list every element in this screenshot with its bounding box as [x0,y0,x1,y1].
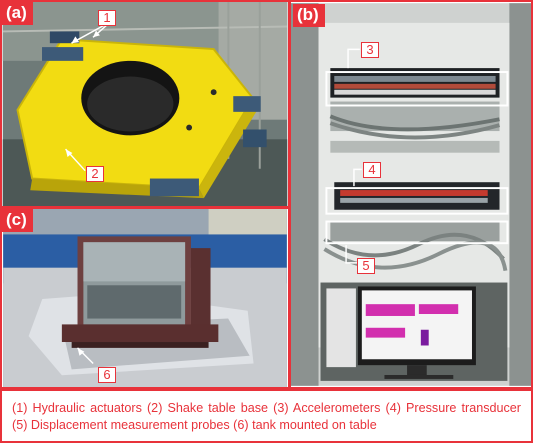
callout-6: 6 [98,367,116,383]
tank-on-table-image [3,209,287,387]
callout-3: 3 [361,42,379,58]
callout-4: 4 [363,162,381,178]
panel-c-tank-photo: (c) 6 [0,207,290,389]
panel-a-shake-table-photo: (a) 1 2 [0,0,290,208]
callout-2: 2 [86,166,104,182]
callout-1: 1 [98,10,116,26]
instrument-rack-image [291,3,531,386]
panel-a-label: (a) [2,2,33,25]
shake-table-image [2,2,288,206]
figure-caption: (1) Hydraulic actuators (2) Shake table … [0,389,533,443]
callout-5: 5 [357,258,375,274]
panel-b-instrument-rack-photo: (b) 3 4 5 [289,0,533,389]
panel-c-label: (c) [2,209,33,232]
panel-b-label: (b) [293,4,325,27]
